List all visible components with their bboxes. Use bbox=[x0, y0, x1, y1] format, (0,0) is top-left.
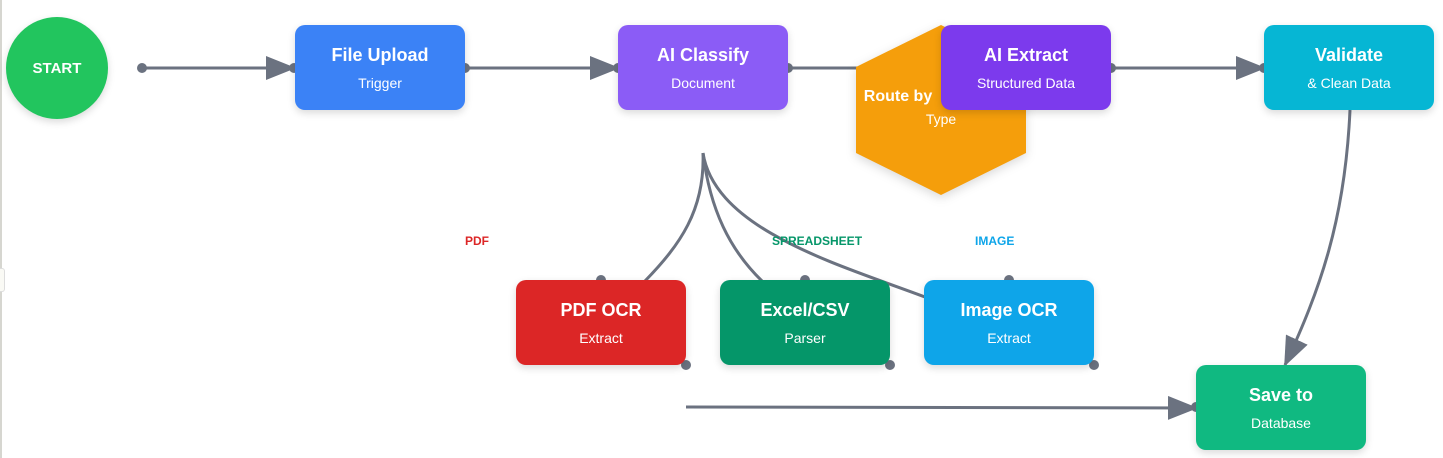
side-handle[interactable] bbox=[0, 268, 5, 292]
edge-validate-save bbox=[1283, 109, 1352, 367]
edge-label-spreadsheet: SPREADSHEET bbox=[772, 234, 863, 248]
left-border bbox=[0, 0, 2, 458]
node-title: PDF OCR bbox=[560, 299, 642, 320]
node-subtitle: Structured Data bbox=[976, 74, 1076, 91]
node-subtitle: Document bbox=[671, 74, 735, 91]
node-title: Excel/CSV bbox=[760, 299, 850, 320]
port-dot bbox=[137, 63, 147, 73]
edge-route-excel bbox=[701, 152, 764, 283]
node-title: Validate bbox=[1314, 44, 1384, 65]
node-subtitle: & Clean Data bbox=[1307, 74, 1391, 91]
node-excel-csv[interactable]: Excel/CSV Parser bbox=[720, 280, 890, 365]
edge-route-pdf bbox=[643, 152, 705, 283]
port-dot bbox=[681, 360, 691, 370]
node-subtitle: Database bbox=[1251, 414, 1311, 431]
node-title: Route by bbox=[863, 88, 933, 105]
start-node[interactable]: START bbox=[6, 17, 108, 119]
node-save-database[interactable]: Save to Database bbox=[1196, 365, 1366, 450]
node-validate[interactable]: Validate & Clean Data bbox=[1264, 25, 1434, 110]
node-image-ocr[interactable]: Image OCR Extract bbox=[924, 280, 1094, 365]
edge-label-pdf: PDF bbox=[465, 234, 489, 248]
edge-to-save bbox=[685, 395, 1198, 420]
port-dot bbox=[885, 360, 895, 370]
node-title: AI Classify bbox=[656, 44, 750, 65]
node-title: File Upload bbox=[331, 44, 429, 65]
node-subtitle: Trigger bbox=[358, 74, 402, 91]
start-label: START bbox=[32, 59, 82, 77]
node-pdf-ocr[interactable]: PDF OCR Extract bbox=[516, 280, 686, 365]
edge-route-image bbox=[701, 152, 926, 299]
node-subtitle: Extract bbox=[579, 329, 623, 346]
node-title: Save to bbox=[1248, 384, 1314, 405]
node-subtitle: Extract bbox=[987, 329, 1031, 346]
node-title: Image OCR bbox=[960, 299, 1058, 320]
node-subtitle: Parser bbox=[784, 329, 826, 346]
edge-label-image: IMAGE bbox=[975, 234, 1015, 248]
node-subtitle: Type bbox=[925, 111, 957, 127]
port-dot bbox=[1089, 360, 1099, 370]
node-title: AI Extract bbox=[983, 44, 1069, 65]
